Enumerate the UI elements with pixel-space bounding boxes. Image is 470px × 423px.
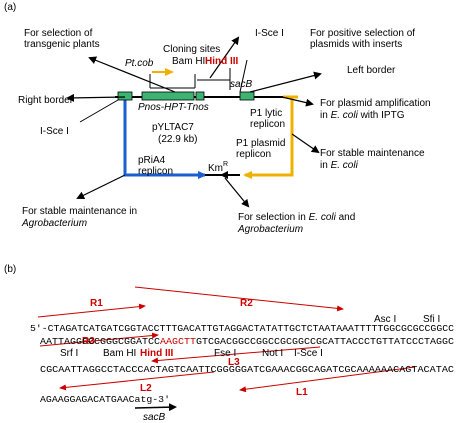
- label-hindiii-a: Hind III: [205, 56, 239, 67]
- primer-r1-arrow: [37, 303, 146, 318]
- hpt-cassette-box: [141, 91, 195, 101]
- label-selection-ecoli-1: For selection in E. coli and: [238, 212, 355, 223]
- label-iscei-top: I-Sce I: [255, 28, 284, 39]
- label-sacb-b: sacB: [143, 412, 166, 423]
- label-left-border: Left border: [347, 65, 396, 76]
- label-selection-ecoli-2: Agrobacterium: [237, 224, 303, 235]
- label-bamhi-a: Bam HI: [172, 56, 205, 67]
- sacb-start-arrow: [134, 403, 177, 412]
- cassette-small-box: [195, 91, 205, 101]
- site-iscei-b: I-Sce I: [294, 348, 323, 359]
- p1-orange-arc: [243, 97, 294, 179]
- sequence-line-1: 5'-CTAGATCATGATCGGTACCTTTGACATTGTAGGACTA…: [30, 324, 455, 334]
- primer-r2-label: R2: [240, 298, 253, 309]
- label-p1plasmid-2: replicon: [236, 149, 271, 160]
- label-cassette: Pnos-HPT-Tnos: [138, 102, 209, 113]
- label-right-border: Right border: [18, 95, 74, 106]
- label-amp-1: For plasmid amplification: [320, 98, 431, 109]
- arrow-stable-ecoli: [291, 133, 320, 154]
- label-stable-agro-1: For stable maintenance in: [22, 206, 137, 217]
- primer-l2-arrow: [59, 371, 215, 391]
- primer-l3-label: L3: [228, 357, 240, 368]
- label-pria4-1: pRiA4: [138, 155, 166, 166]
- label-ptcob: Pt.cob: [125, 58, 154, 69]
- label-cloning-sites: Cloning sites: [163, 44, 220, 55]
- primer-r2-arrow: [134, 286, 344, 312]
- arrow-positive: [209, 36, 240, 79]
- primer-l2-label: L2: [140, 383, 152, 394]
- arrow-stable-agro: [76, 174, 126, 199]
- primer-l3-arrow: [151, 346, 321, 364]
- seq2-hindiii-site: AAGCTT: [160, 337, 197, 347]
- site-sfii: Sfi I: [423, 314, 440, 325]
- left-border-box: [239, 91, 255, 101]
- label-p1plasmid-1: P1 plasmid: [236, 138, 285, 149]
- arrow-selection-ecoli: [224, 177, 250, 208]
- line-iscei-top: [239, 59, 248, 93]
- arrow-left-border: [249, 71, 322, 93]
- label-positive-1: For positive selection of: [310, 28, 415, 39]
- label-stable-agro-2: Agrobacterium: [21, 218, 87, 229]
- label-transgenic-1: For selection of: [24, 28, 93, 39]
- label-positive-2: plasmids with inserts: [310, 39, 402, 50]
- arrow-right-border: [66, 93, 126, 102]
- label-transgenic-2: transgenic plants: [24, 39, 100, 50]
- line-iscei-left: [79, 99, 119, 123]
- label-vector-name: pYLTAC7: [152, 122, 194, 133]
- label-p1lytic-2: replicon: [250, 119, 285, 130]
- right-border-box: [117, 91, 133, 101]
- arrow-transgenic: [88, 56, 176, 93]
- seq2-part-a: AATTAGGCCCGGGCGGATCC: [40, 337, 161, 347]
- label-stable-ecoli-2: in E. coli: [320, 160, 359, 171]
- arrow-amplification: [281, 96, 314, 107]
- label-iscei-left: I-Sce I: [40, 126, 69, 137]
- site-srfi: Srf I: [60, 348, 78, 359]
- sequence-line-4: AGAAGGAGACATGAACatg-3': [40, 395, 170, 405]
- panel-b-label: (b): [4, 264, 16, 275]
- site-noti: Not I: [262, 348, 283, 359]
- label-vector-size: (22.9 kb): [158, 134, 197, 145]
- label-stable-ecoli-1: For stable maintenance: [320, 148, 425, 159]
- site-asci: Asc I: [374, 314, 396, 325]
- primer-l1-label: L1: [296, 387, 308, 398]
- primer-r1-label: R1: [90, 298, 103, 309]
- site-bamhi-b: Bam HI: [103, 348, 136, 359]
- site-hindiii-b: Hind III: [140, 348, 174, 359]
- panel-a-label: (a): [4, 2, 16, 13]
- seq2-part-c: GTCGACGGCCGGCCGCGGCCGCATTACCCTGTTATCCCTA…: [196, 337, 455, 347]
- label-amp-2: in E. coli with IPTG: [320, 110, 405, 121]
- primer-r3-label: R3: [82, 336, 95, 347]
- site-fsei: Fse I: [214, 348, 236, 359]
- label-p1lytic-1: P1 lytic: [250, 108, 282, 119]
- label-km: KmR: [208, 161, 228, 174]
- primer-r3-arrow: [39, 332, 159, 347]
- label-pria4-2: replicon: [138, 166, 173, 177]
- primer-l1-arrow: [239, 366, 416, 393]
- sequence-line-3: CGCAATTAGGCCTACCCACTAGTCAATTCGGGGGATCGAA…: [40, 365, 455, 375]
- label-sacb-a: sacB: [230, 79, 253, 90]
